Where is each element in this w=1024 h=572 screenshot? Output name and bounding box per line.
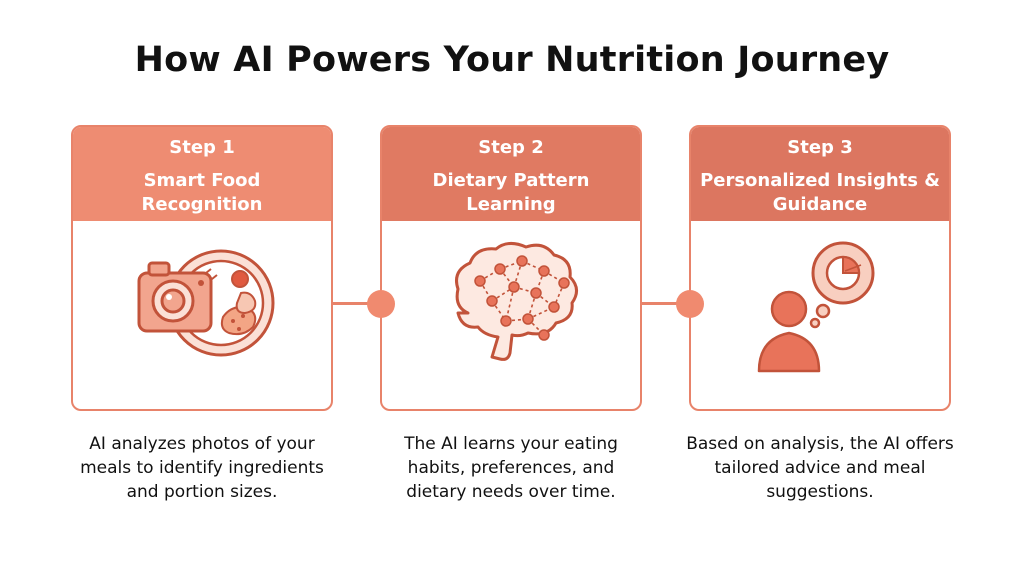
step-description-2: The AI learns your eating habits, prefer… — [404, 434, 618, 502]
step-header-1: Step 1 Smart Food Recognition — [73, 127, 331, 221]
step-header-3: Step 3 Personalized Insights & Guidance — [691, 127, 949, 221]
step-description-3: Based on analysis, the AI offers tailore… — [686, 434, 954, 502]
step-header-2: Step 2 Dietary Pattern Learning — [382, 127, 640, 221]
connector-line-2 — [640, 302, 691, 305]
person-thought-chart-icon — [757, 241, 875, 373]
camera-plate-icon — [137, 249, 275, 357]
connector-node-2 — [676, 290, 704, 318]
step-label: Step 2 — [478, 137, 544, 158]
brain-network-icon — [455, 242, 578, 361]
step-illustration-2 — [382, 221, 640, 409]
page-title: How AI Powers Your Nutrition Journey — [134, 40, 890, 80]
step-description-1: AI analyzes photos of your meals to iden… — [80, 434, 324, 502]
step-card-3: Step 3 Personalized Insights & Guidance — [689, 125, 951, 411]
step-label: Step 3 — [787, 137, 853, 158]
step-title: Smart Food Recognition — [141, 170, 263, 215]
step-illustration-3 — [691, 221, 949, 409]
connector-node-1 — [367, 290, 395, 318]
step-title: Personalized Insights & Guidance — [700, 170, 940, 215]
connector-line-1 — [331, 302, 382, 305]
step-card-1: Step 1 Smart Food Recognition — [71, 125, 333, 411]
step-label: Step 1 — [169, 137, 235, 158]
step-title: Dietary Pattern Learning — [432, 170, 590, 215]
step-illustration-1 — [73, 221, 331, 409]
step-card-2: Step 2 Dietary Pattern Learning — [380, 125, 642, 411]
